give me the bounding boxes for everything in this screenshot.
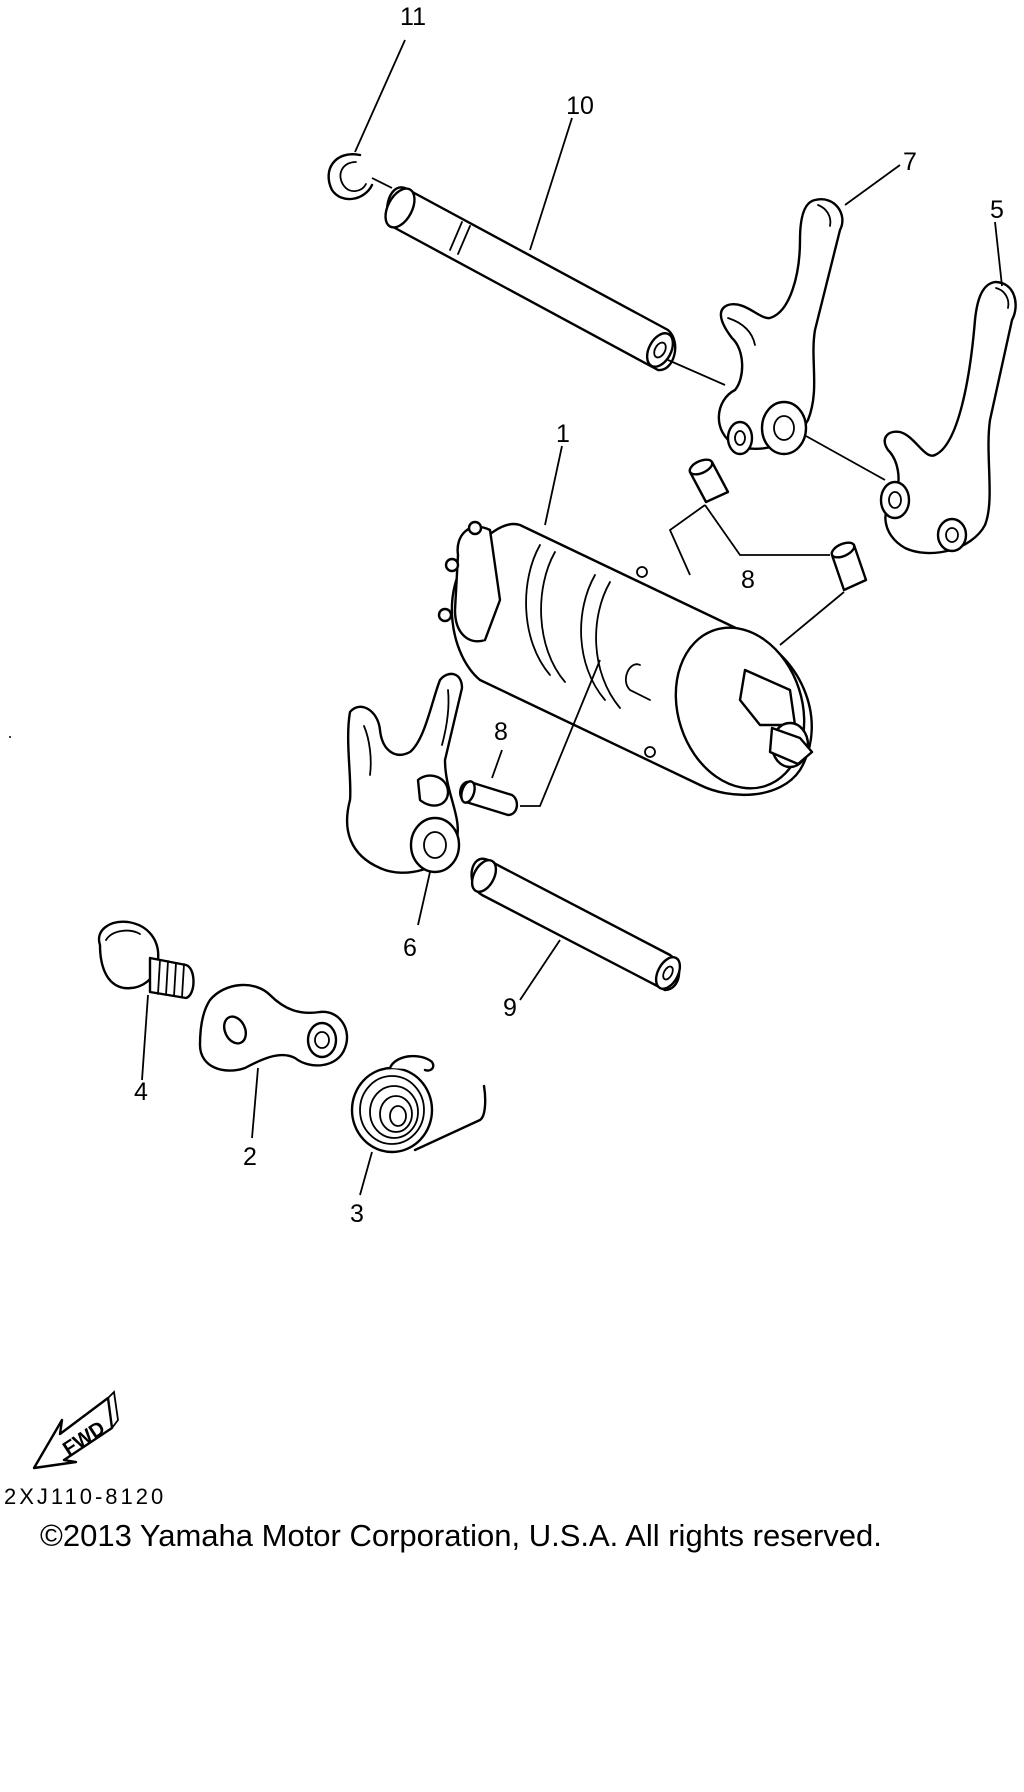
callout-9: 9	[503, 994, 517, 1022]
leader-6	[417, 871, 431, 926]
shift-shaft-part-10	[384, 186, 677, 372]
shift-fork-part-5	[879, 280, 1017, 555]
stopper-lever-part-2	[198, 983, 349, 1072]
leader-pin-to-drum-right	[779, 591, 845, 646]
leader-3	[359, 1151, 373, 1196]
callout-7: 7	[903, 148, 917, 176]
leader-11b	[371, 177, 393, 189]
leader-4	[141, 994, 149, 1081]
leader-2	[251, 1067, 259, 1139]
callout-8-upper: 8	[741, 566, 755, 594]
guide-pin-part-8-right	[830, 541, 868, 592]
leader-pin-to-drum-lower	[520, 659, 601, 807]
leader-8a	[704, 504, 770, 556]
guide-pin-part-8-lower	[459, 780, 519, 817]
callout-4: 4	[134, 1078, 148, 1106]
shift-fork-part-7	[717, 198, 844, 456]
callout-1: 1	[556, 420, 570, 448]
bolt-part-4	[97, 920, 195, 1000]
reference-code: 2XJ110-8120	[4, 1484, 167, 1509]
shift-fork-part-6	[345, 672, 464, 874]
leader-10	[529, 117, 573, 251]
guide-pin-part-8-upper	[688, 458, 730, 504]
fwd-arrow-icon: FWD	[32, 1390, 119, 1470]
leader-fork7-to-fork5	[805, 435, 886, 481]
leader-5	[994, 221, 1003, 287]
leader-1	[544, 445, 563, 526]
callout-11: 11	[400, 3, 426, 31]
torsion-spring-part-3	[350, 1054, 487, 1154]
callout-6: 6	[403, 934, 417, 962]
leader-8a-drum	[668, 504, 706, 576]
callout-2: 2	[243, 1143, 257, 1171]
shift-drum-part-1	[437, 520, 814, 796]
shift-shaft-part-9	[470, 857, 682, 992]
callout-3: 3	[350, 1200, 364, 1228]
callout-10: 10	[566, 92, 594, 120]
callout-8-lower: 8	[494, 718, 508, 746]
leader-9	[519, 939, 561, 1001]
circlip-part-11	[327, 153, 374, 201]
callout-5: 5	[990, 196, 1004, 224]
leader-8b	[491, 749, 503, 779]
leader-7	[844, 164, 901, 206]
leader-shaft-to-fork7	[667, 359, 726, 386]
leader-11	[354, 39, 406, 153]
copyright-notice: ©2013 Yamaha Motor Corporation, U.S.A. A…	[40, 1518, 882, 1553]
stray-dot	[9, 736, 11, 738]
